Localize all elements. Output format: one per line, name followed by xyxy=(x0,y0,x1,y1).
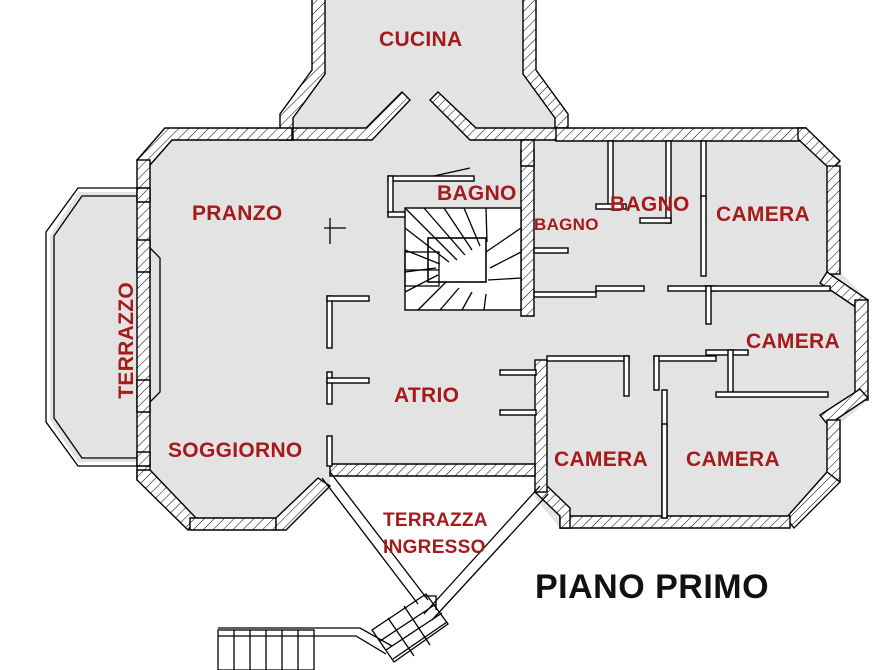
wall-south-right xyxy=(559,515,791,529)
partition-c2-h2 xyxy=(705,349,749,356)
entry-terrace-outline-left2 xyxy=(329,471,429,601)
partition-b3-v3 xyxy=(700,140,707,200)
partition-bagno2-h xyxy=(533,291,597,298)
ext-stair-diagonal xyxy=(371,593,449,663)
partition-b3-v4 xyxy=(700,195,707,277)
room-label-bagno-1: BAGNO xyxy=(437,182,517,205)
wall-terrazzo-mid-2 xyxy=(136,379,151,413)
room-label-camera-4: CAMERA xyxy=(686,448,780,471)
partition-pranzo-stub-1 xyxy=(324,218,346,244)
partition-b3-h1 xyxy=(595,203,627,210)
ext-stair-left-treads xyxy=(233,630,299,670)
terrazzo-outline xyxy=(45,187,150,467)
terrazzo-outline-inner xyxy=(53,195,150,459)
wall-atrio-soggiorno xyxy=(329,463,536,477)
partition-atrio-r2 xyxy=(499,409,537,416)
ext-stair-arrow xyxy=(424,595,437,610)
partition-pranzo-v1 xyxy=(326,295,333,349)
wall-terrazzo-mid-1 xyxy=(136,239,151,273)
wall-east-upper xyxy=(826,165,841,275)
wall-se-chamfer-right xyxy=(785,471,842,530)
terrazzo-walls xyxy=(45,187,161,467)
fill-terrazzo xyxy=(50,192,160,462)
ext-stair-walk-path xyxy=(218,627,393,647)
wall-west xyxy=(136,159,151,481)
partition-pranzo-v2 xyxy=(326,371,333,405)
room-label-camera-3: CAMERA xyxy=(554,448,648,471)
partition-c3-c4-v2 xyxy=(661,423,668,519)
room-label-atrio: ATRIO xyxy=(394,384,460,407)
fill-main-right xyxy=(535,128,868,528)
terrazzo-jog-upper xyxy=(149,247,161,403)
wall-stair-spine xyxy=(520,149,535,317)
partition-bagno2-h2 xyxy=(533,247,569,254)
partition-pranzo-h1 xyxy=(326,295,370,302)
partition-c1-c2-h xyxy=(705,285,831,292)
partition-corridor-v xyxy=(623,355,630,397)
partition-b3-h2 xyxy=(639,217,672,224)
entry-terrace-outline-right2 xyxy=(431,493,549,621)
entry-terrace-outline-right xyxy=(423,485,541,615)
partition-bagno1-door xyxy=(433,167,471,177)
room-label-camera-1: CAMERA xyxy=(716,203,810,226)
partition-bagno1-box-h xyxy=(387,175,475,182)
partition-bagno1-box-v xyxy=(387,175,394,217)
entry-terrace xyxy=(321,471,549,621)
room-label-ingresso: INGRESSO xyxy=(383,537,486,558)
wall-east-step-lower xyxy=(818,388,870,426)
room-label-soggiorno: SOGGIORNO xyxy=(168,439,303,462)
partition-atrio-r1 xyxy=(499,369,537,376)
wall-east-far xyxy=(854,299,869,401)
wall-terrazzo-top-link xyxy=(136,187,151,203)
partition-c4-c2-h xyxy=(715,391,829,398)
partition-corridor-v2 xyxy=(653,355,660,391)
wall-terrazzo-bottom-link xyxy=(136,451,151,467)
partition-soggiorno-v xyxy=(326,435,333,467)
stair-treads xyxy=(404,207,522,311)
wall-se-chamfer-left xyxy=(275,477,332,531)
entry-terrace-outline-left xyxy=(321,477,419,605)
room-label-bagno-2: BAGNO xyxy=(534,215,599,234)
wall-ne-chamfer xyxy=(797,127,841,171)
partition-right-h1 xyxy=(595,285,645,292)
wall-kitchen-down xyxy=(520,139,535,167)
external-stairs xyxy=(217,593,449,670)
page-title: PIANO PRIMO xyxy=(535,568,770,606)
room-label-pranzo: PRANZO xyxy=(192,202,283,225)
stair-landing-left xyxy=(404,251,440,287)
room-label-bagno-3: BAGNO xyxy=(610,193,690,216)
wall-cucina-splay-left xyxy=(292,91,411,141)
partition-corridor-h xyxy=(546,355,630,362)
outer-walls xyxy=(135,0,870,532)
stair-flight-box xyxy=(427,237,487,283)
room-label-terrazzo: TERRAZZO xyxy=(115,282,138,399)
wall-atrio-bedrooms xyxy=(534,359,548,493)
wall-south-left xyxy=(189,517,277,531)
partition-corridor-h2 xyxy=(653,355,717,362)
partition-c2-v2 xyxy=(727,349,734,397)
ext-stair-walk-path2 xyxy=(218,635,387,655)
room-label-terrazza: TERRAZZA xyxy=(383,510,488,531)
partition-pranzo-h2 xyxy=(326,377,370,384)
partition-c2-v xyxy=(705,285,712,325)
fill-cucina xyxy=(292,0,556,140)
room-label-cucina: CUCINA xyxy=(379,28,463,51)
wall-north-right xyxy=(555,127,807,142)
staircase-central xyxy=(404,207,522,311)
room-label-camera-2: CAMERA xyxy=(746,330,840,353)
